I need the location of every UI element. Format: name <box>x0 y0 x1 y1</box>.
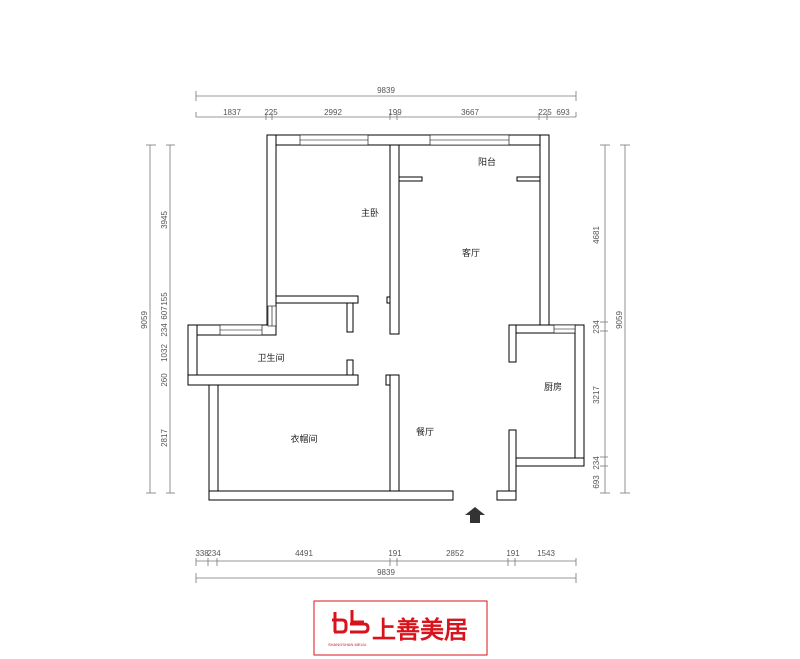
up-arrow-icon <box>465 507 485 523</box>
top-dim: 225 <box>538 108 552 117</box>
top-dim: 2992 <box>324 108 342 117</box>
bottom-dim: 191 <box>506 549 520 558</box>
left-total-dim: 9059 <box>140 311 149 329</box>
top-dim: 199 <box>388 108 402 117</box>
right-dim: 693 <box>592 475 601 489</box>
bottom-total-dim: 9839 <box>377 568 395 577</box>
left-dim: 2817 <box>160 429 169 447</box>
room-labels: 阳台 主卧 客厅 卫生间 衣帽间 餐厅 厨房 <box>257 156 562 445</box>
top-dim: 3667 <box>461 108 479 117</box>
room-bathroom: 卫生间 <box>257 352 284 364</box>
room-closet: 衣帽间 <box>290 433 317 445</box>
room-kitchen: 厨房 <box>544 381 562 393</box>
top-dim: 1837 <box>223 108 241 117</box>
bottom-dim: 191 <box>388 549 402 558</box>
bottom-dim: 4491 <box>295 549 313 558</box>
walls <box>187 134 585 501</box>
top-total-dim: 9839 <box>377 86 395 95</box>
brand-logo: 上善美居 SHANGSHAN MEIJU <box>313 600 488 656</box>
room-balcony: 阳台 <box>478 156 496 168</box>
dimension-labels: 9839 1837 225 2992 199 3667 225 693 9059… <box>140 86 624 577</box>
bottom-dim: 2852 <box>446 549 464 558</box>
room-living-room: 客厅 <box>462 247 480 259</box>
right-dim: 4681 <box>592 226 601 244</box>
right-dim: 3217 <box>592 386 601 404</box>
right-total-dim: 9059 <box>615 311 624 329</box>
dimension-lines <box>146 91 630 583</box>
room-dining-room: 餐厅 <box>416 426 434 438</box>
top-dim: 693 <box>556 108 570 117</box>
left-dim: 260 <box>160 373 169 387</box>
bottom-dim: 1543 <box>537 549 555 558</box>
room-master-bedroom: 主卧 <box>361 207 379 219</box>
bottom-dim: 234 <box>207 549 221 558</box>
left-dim: 3945 <box>160 211 169 229</box>
left-dim: 155 <box>160 292 169 306</box>
bottom-dim: 338 <box>195 549 209 558</box>
left-dim: 234 <box>160 323 169 337</box>
top-dim: 225 <box>264 108 278 117</box>
right-dim: 234 <box>592 320 601 334</box>
windows <box>219 134 576 336</box>
left-dim: 1032 <box>160 344 169 362</box>
left-dim: 607 <box>160 306 169 320</box>
right-dim: 234 <box>592 456 601 470</box>
logo-text: 上善美居 <box>372 616 468 644</box>
logo-subtext: SHANGSHAN MEIJU <box>328 642 367 647</box>
